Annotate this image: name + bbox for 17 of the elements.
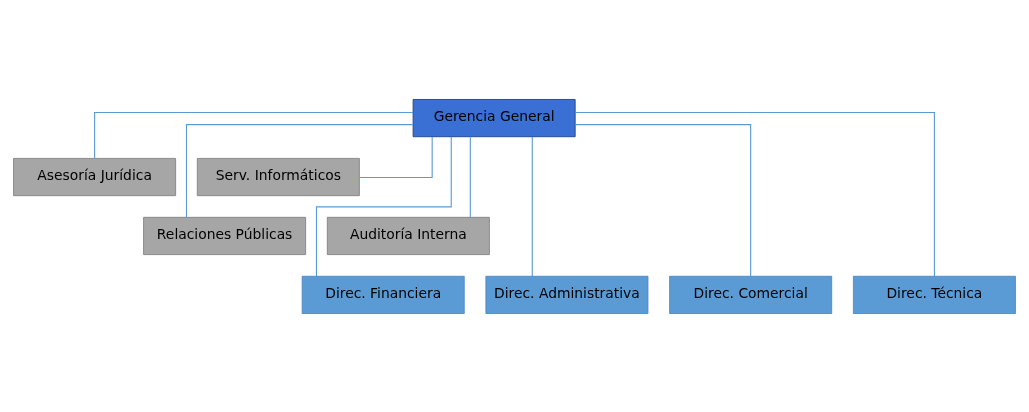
node-box: Direc. Administrativa <box>485 275 649 314</box>
node-box: Direc. Financiera <box>301 275 465 314</box>
connector <box>185 123 414 218</box>
node-box: Asesoría Jurídica <box>13 157 177 196</box>
node-box: Auditoría Interna <box>326 216 490 255</box>
connector <box>531 135 533 277</box>
node-box: Direc. Comercial <box>669 275 833 314</box>
node-box: Direc. Técnica <box>852 275 1016 314</box>
node-box: Serv. Informáticos <box>196 157 360 196</box>
connector <box>358 135 433 178</box>
node-box: Gerencia General <box>412 98 576 137</box>
connector <box>574 111 935 277</box>
node-box: Relaciones Públicas <box>143 216 307 255</box>
connector <box>469 135 471 218</box>
connector <box>574 123 752 277</box>
connector <box>94 111 414 159</box>
connector <box>315 135 452 277</box>
